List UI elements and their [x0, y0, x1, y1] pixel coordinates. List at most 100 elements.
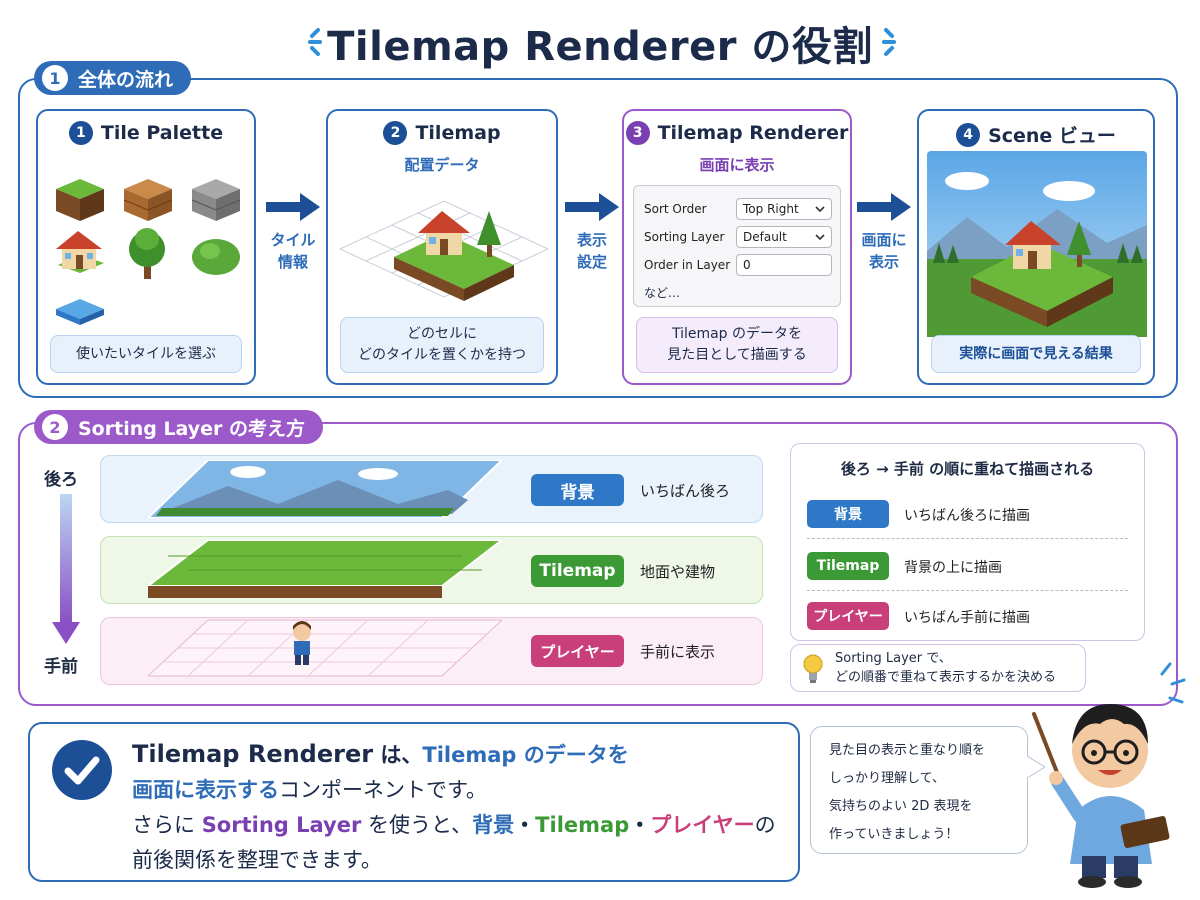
tree-icon	[477, 211, 501, 257]
summary-term: Tilemap Renderer	[132, 740, 374, 768]
order-in-layer-label: Order in Layer	[644, 258, 731, 272]
card-title-text: Scene ビュー	[988, 125, 1116, 147]
card-title-text: Tile Palette	[100, 122, 224, 144]
divider	[807, 590, 1128, 591]
sort-order-label: Sort Order	[644, 202, 707, 216]
summary-line-2: 画面に表示するコンポーネントです。	[132, 773, 792, 808]
card-title: 1 Tile Palette	[38, 121, 254, 145]
tilemap-card: 2 Tilemap 配置データ どのセルに どのタイルを置くかを持つ	[326, 109, 558, 385]
arrow-label: 表示 設定	[555, 230, 629, 274]
section-title: 全体の流れ	[78, 68, 174, 91]
summary-line-1: Tilemap Renderer は、Tilemap のデータを	[132, 737, 792, 773]
summary-box	[28, 722, 800, 882]
page-title: Tilemap Renderer の役割	[327, 24, 873, 70]
input-value: 0	[743, 258, 751, 272]
overall-flow-header: 1 全体の流れ	[34, 61, 192, 95]
summary-fragment: ・	[629, 813, 651, 837]
summary-highlight: 背景	[472, 813, 515, 837]
arrow-right-icon	[565, 193, 619, 221]
arrow-label: 画面に 表示	[847, 230, 921, 274]
teacher-character-image	[1032, 662, 1186, 888]
settings-more: など…	[644, 286, 681, 300]
tilemap-grid-illustration	[338, 200, 550, 301]
bush-tile-icon	[192, 239, 240, 275]
section-number: 1	[42, 65, 68, 91]
divider	[807, 538, 1128, 539]
scene-view-image	[927, 151, 1147, 337]
arrow-right-icon	[266, 193, 320, 221]
tree-icon	[1067, 221, 1091, 267]
sort-order-dropdown[interactable]: Top Right	[736, 198, 832, 220]
arrow-label: タイル 情報	[256, 230, 330, 274]
legend-pill-player: プレイヤー	[807, 602, 889, 630]
house-icon	[418, 211, 470, 255]
legend-pill-tilemap: Tilemap	[807, 552, 889, 580]
speech-line: 見た目の表示と重なり順を	[829, 743, 986, 758]
water-tile-icon	[56, 299, 104, 325]
card-title: 2 Tilemap	[328, 121, 556, 145]
layer-pill-background: 背景	[531, 474, 624, 506]
card-caption: Tilemap のデータを 見た目として描画する	[636, 317, 838, 373]
renderer-settings-panel: Sort Order Top Right Sorting Layer Defau…	[633, 185, 841, 307]
step-number: 1	[68, 121, 93, 145]
legend-title: 後ろ → 手前 の順に重ねて描画される	[840, 460, 1095, 478]
arrow-label-line: 表示	[868, 252, 899, 271]
layer-desc: 地面や建物	[640, 563, 716, 581]
stone-tile-icon	[191, 179, 241, 221]
sorting-layer-label: Sorting Layer	[644, 230, 725, 244]
summary-text: Tilemap Renderer は、Tilemap のデータを 画面に表示する…	[132, 737, 792, 878]
summary-fragment: ・	[514, 813, 536, 837]
sparkle-left-icon	[290, 24, 324, 58]
legend-pill-background: 背景	[807, 500, 889, 528]
brick-tile-icon	[123, 179, 173, 221]
caption-line: 使いたいタイルを選ぶ	[76, 345, 216, 362]
axis-back-label: 後ろ	[44, 470, 78, 490]
lightbulb-icon	[803, 654, 823, 683]
tree-tile-icon	[129, 228, 165, 279]
caption-line: 実際に画面で見える結果	[959, 345, 1113, 362]
speech-bubble: 見た目の表示と重なり順を しっかり理解して、 気持ちのよい 2D 表現を 作って…	[810, 726, 1028, 854]
draw-order-legend: 後ろ → 手前 の順に重ねて描画される 背景 いちばん後ろに描画 Tilemap…	[790, 443, 1145, 641]
caption-line: どのセルに	[407, 326, 477, 342]
arrow-label-line: タイル	[270, 231, 316, 249]
sparkle-right-icon	[880, 24, 914, 58]
card-title-text: Tilemap Renderer	[657, 122, 849, 144]
summary-fragment: の	[754, 813, 776, 837]
arrow-label-line: 表示	[576, 231, 607, 249]
step-number: 4	[956, 122, 981, 147]
summary-fragment: コンポーネントです。	[279, 778, 487, 802]
legend-desc: 背景の上に描画	[904, 560, 1002, 576]
grass-tile-icon	[56, 179, 104, 221]
summary-highlight: Tilemap のデータを	[422, 743, 629, 767]
checkmark-icon	[52, 740, 112, 800]
legend-desc: いちばん後ろに描画	[904, 508, 1030, 524]
dropdown-value: Default	[743, 230, 787, 244]
chevron-down-icon	[815, 233, 825, 240]
tip-line: どの順番で重ねて表示するかを決める	[835, 669, 1057, 685]
card-title: 3 Tilemap Renderer	[624, 121, 850, 145]
dropdown-value: Top Right	[743, 202, 799, 216]
card-title: 4 Scene ビュー	[919, 121, 1153, 148]
sorting-layer-dropdown[interactable]: Default	[736, 226, 832, 248]
tilemap-layer-image	[148, 540, 502, 598]
step-number: 2	[383, 121, 408, 145]
background-layer-image	[148, 460, 502, 518]
section-number: 2	[42, 414, 68, 440]
speech-tail-icon	[1027, 756, 1045, 778]
summary-highlight: プレイヤー	[650, 813, 755, 837]
arrow-label-line: 情報	[277, 252, 308, 271]
caption-line: どのタイルを置くかを持つ	[358, 347, 526, 363]
speech-line: しっかり理解して、	[829, 771, 945, 786]
order-in-layer-row: Order in Layer 0	[644, 254, 832, 276]
summary-fragment: さらに	[132, 813, 202, 837]
arrow-right-icon	[857, 193, 911, 221]
chevron-down-icon	[815, 205, 825, 212]
card-caption: どのセルに どのタイルを置くかを持つ	[340, 317, 544, 373]
axis-front-label: 手前	[44, 657, 78, 677]
card-subtitle: 画面に表示	[699, 156, 775, 174]
layer-pill-tilemap: Tilemap	[531, 555, 624, 587]
sorting-layer-tip: Sorting Layer で、 どの順番で重ねて表示するかを決める	[790, 644, 1086, 692]
legend-desc: いちばん手前に描画	[904, 610, 1030, 626]
player-layer-image	[148, 619, 502, 677]
order-in-layer-input[interactable]: 0	[736, 254, 832, 276]
